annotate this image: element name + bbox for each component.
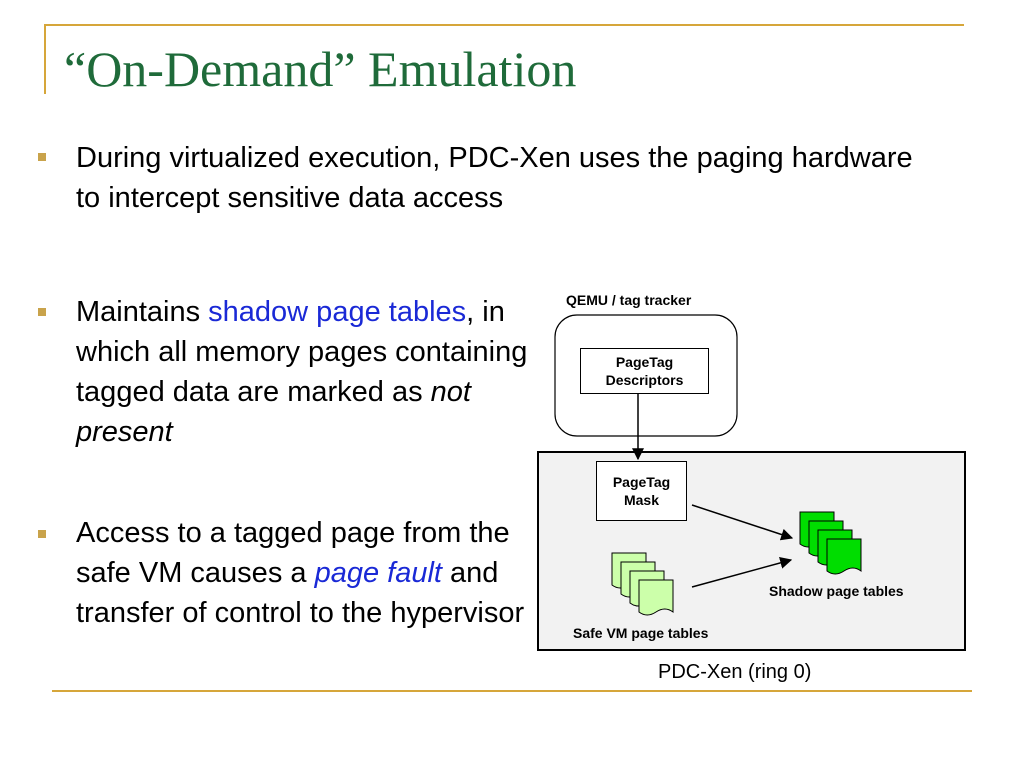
safe-vm-page-tables-label: Safe VM page tables — [573, 625, 709, 641]
bullet-2-pre: Maintains — [76, 296, 209, 328]
qemu-label: QEMU / tag tracker — [566, 292, 692, 308]
bullet-marker-1 — [38, 153, 46, 161]
safe-page-stack-icon — [611, 552, 674, 616]
frame-bottom-rule — [52, 690, 972, 692]
shadow-page-stack-icon — [799, 511, 862, 575]
frame-left-rule — [44, 24, 46, 94]
bullet-1-text: During virtualized execution, PDC-Xen us… — [76, 142, 913, 214]
bullet-2-mid: , in which all memory pages containing t… — [76, 296, 528, 408]
bullet-3-text: Access to a tagged page from the safe VM… — [76, 513, 536, 633]
pdc-xen-caption: PDC-Xen (ring 0) — [658, 661, 812, 683]
pagetag-descriptors-box: PageTag Descriptors — [580, 348, 709, 394]
mask-to-shadow-arrow — [691, 504, 794, 541]
shadow-page-tables-term: shadow page tables — [208, 296, 467, 328]
mask-line-2: Mask — [623, 492, 660, 508]
bullet-marker-2 — [38, 308, 46, 316]
bullet-2-text: Maintains shadow page tables, in which a… — [76, 292, 536, 452]
bullet-3-pre: Access to a tagged page from the safe VM… — [76, 517, 510, 589]
frame-top-rule — [44, 24, 964, 26]
mask-line-1: PageTag — [612, 474, 671, 490]
safe-to-shadow-arrow — [691, 557, 793, 588]
bullet-3-post: and transfer of control to the hyperviso… — [76, 557, 525, 629]
shadow-page-tables-label: Shadow page tables — [769, 583, 904, 599]
slide-title: “On-Demand” Emulation — [64, 41, 577, 97]
page-fault-term: page fault — [314, 557, 442, 589]
descriptors-line-1: PageTag — [615, 354, 674, 370]
not-present-term: not present — [76, 376, 471, 448]
descriptors-line-2: Descriptors — [605, 372, 684, 388]
bullet-marker-3 — [38, 530, 46, 538]
pagetag-mask-box: PageTag Mask — [596, 461, 687, 521]
